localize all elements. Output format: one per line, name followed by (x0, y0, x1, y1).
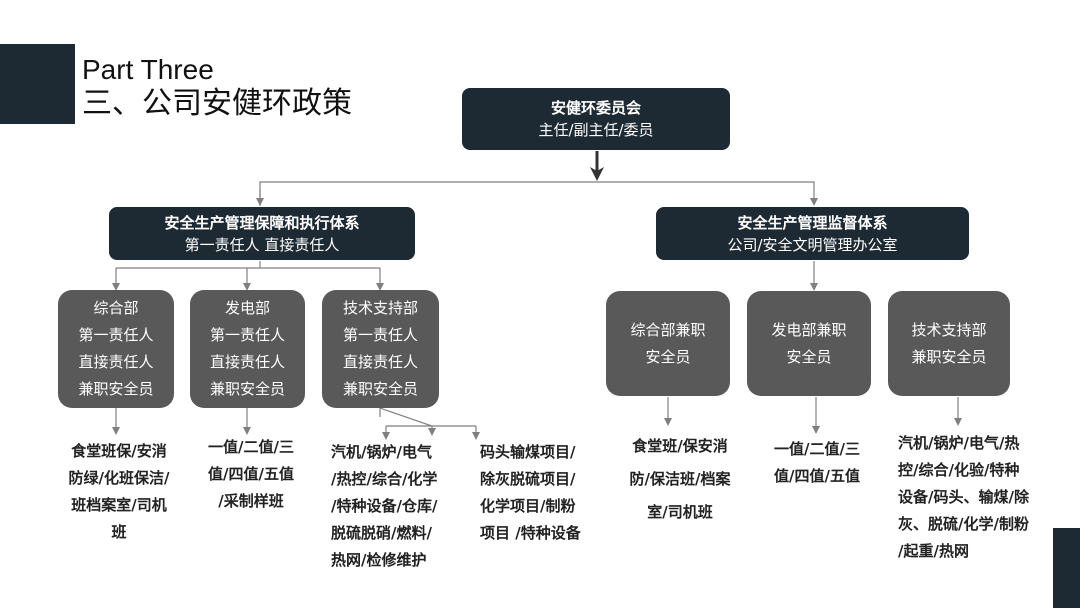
duty-line: /起重/热网 (898, 542, 969, 560)
duty-line: 脱硫脱硝/燃料/ (331, 524, 432, 542)
dept-line: 技术支持部 (342, 299, 418, 317)
duty-line: 班 (111, 523, 127, 541)
duty-line: 值/四值/五值 (774, 467, 860, 485)
dept-line: 兼职安全员 (209, 380, 285, 398)
supervision-system-title: 安全生产管理监督体系 (737, 213, 888, 232)
committee-subtitle: 主任/副主任/委员 (538, 121, 654, 139)
duty-line: 值/四值/五值 (208, 465, 294, 483)
dept-line: 直接责任人 (342, 353, 418, 371)
guarantee-execution-system-title: 安全生产管理保障和执行体系 (164, 213, 360, 232)
duty-line: 汽机/锅炉/电气 (331, 443, 432, 461)
dept-line: 直接责任人 (209, 353, 285, 371)
dept-line: 兼职安全员 (342, 380, 418, 398)
dept-line: 兼职安全员 (78, 380, 154, 398)
supervision-system-subtitle: 公司/安全文明管理办公室 (727, 235, 898, 254)
section-title-english: Part Three (82, 54, 214, 85)
dept-node-admin-safety-officer: 综合部兼职 安全员 (606, 291, 730, 396)
dept-line: 兼职安全员 (911, 347, 987, 366)
duty-line: 食堂班保/安消 (71, 442, 167, 460)
dept-line: 第一责任人 (78, 326, 154, 344)
duty-line: 项目 /特种设备 (480, 524, 581, 542)
dept-node-admin: 综合部 第一责任人 直接责任人 兼职安全员 (58, 290, 174, 408)
duty-line: /热控/综合/化学 (331, 470, 438, 488)
duty-line: 防绿/化班保洁/ (68, 469, 170, 487)
corner-block-top-left (0, 44, 75, 124)
dept-line: 发电部 (224, 299, 270, 317)
duty-line: 热网/检修维护 (331, 551, 427, 569)
dept-node-power-generation: 发电部 第一责任人 直接责任人 兼职安全员 (190, 290, 305, 408)
committee-title: 安健环委员会 (550, 99, 641, 117)
guarantee-execution-system-node: 安全生产管理保障和执行体系 第一责任人 直接责任人 (109, 207, 415, 260)
dept-line: 发电部兼职 (771, 320, 847, 339)
duty-line: /采制样班 (218, 492, 284, 510)
duty-list-tech-supervision: 汽机/锅炉/电气/热 控/综合/化验/特种 设备/码头、输煤/除 灰、脱硫/化学… (898, 430, 1048, 565)
guarantee-execution-system-subtitle: 第一责任人 直接责任人 (184, 235, 340, 254)
dept-line: 直接责任人 (78, 353, 154, 371)
supervision-system-node: 安全生产管理监督体系 公司/安全文明管理办公室 (656, 207, 969, 260)
dept-node-power-safety-officer: 发电部兼职 安全员 (747, 291, 871, 396)
duty-line: 食堂班/保安消 (632, 437, 728, 455)
duty-line: 一值/二值/三 (774, 440, 860, 458)
committee-node: 安健环委员会 主任/副主任/委员 (462, 88, 730, 150)
duty-line: 控/综合/化验/特种 (898, 461, 1020, 479)
duty-line: 防/保洁班/档案 (629, 470, 731, 488)
section-title-chinese: 三、公司安健环政策 (82, 86, 352, 121)
dept-node-tech-safety-officer: 技术支持部 兼职安全员 (888, 291, 1010, 396)
duty-line: 汽机/锅炉/电气/热 (898, 434, 1020, 452)
duty-list-power-generation: 一值/二值/三 值/四值/五值 /采制样班 (196, 434, 306, 515)
duty-line: /特种设备/仓库/ (331, 497, 438, 515)
duty-line: 灰、脱硫/化学/制粉 (898, 515, 1029, 533)
dept-line: 第一责任人 (209, 326, 285, 344)
duty-line: 除灰脱硫项目/ (480, 470, 576, 488)
duty-list-tech-projects: 码头输煤项目/ 除灰脱硫项目/ 化学项目/制粉 项目 /特种设备 (480, 439, 598, 547)
duty-line: 班档案室/司机 (71, 496, 167, 514)
dept-line: 第一责任人 (342, 326, 418, 344)
duty-line: 一值/二值/三 (208, 438, 294, 456)
dept-line: 安全员 (645, 347, 691, 366)
duty-line: 设备/码头、输煤/除 (898, 488, 1029, 506)
dept-line: 综合部 (93, 299, 139, 317)
duty-list-tech-maintenance: 汽机/锅炉/电气 /热控/综合/化学 /特种设备/仓库/ 脱硫脱硝/燃料/ 热网… (331, 439, 461, 574)
duty-line: 室/司机班 (647, 503, 713, 521)
dept-node-technical-support: 技术支持部 第一责任人 直接责任人 兼职安全员 (322, 290, 439, 408)
duty-list-power-supervision: 一值/二值/三 值/四值/五值 (762, 436, 872, 490)
dept-line: 技术支持部 (911, 320, 987, 339)
dept-line: 安全员 (786, 347, 832, 366)
duty-line: 码头输煤项目/ (480, 443, 576, 461)
duty-list-admin-supervision: 食堂班/保安消 防/保洁班/档案 室/司机班 (616, 430, 744, 529)
duty-line: 化学项目/制粉 (480, 497, 576, 515)
dept-line: 综合部兼职 (630, 320, 706, 339)
duty-list-admin: 食堂班保/安消 防绿/化班保洁/ 班档案室/司机 班 (54, 438, 184, 546)
corner-block-bottom-right (1053, 528, 1080, 608)
